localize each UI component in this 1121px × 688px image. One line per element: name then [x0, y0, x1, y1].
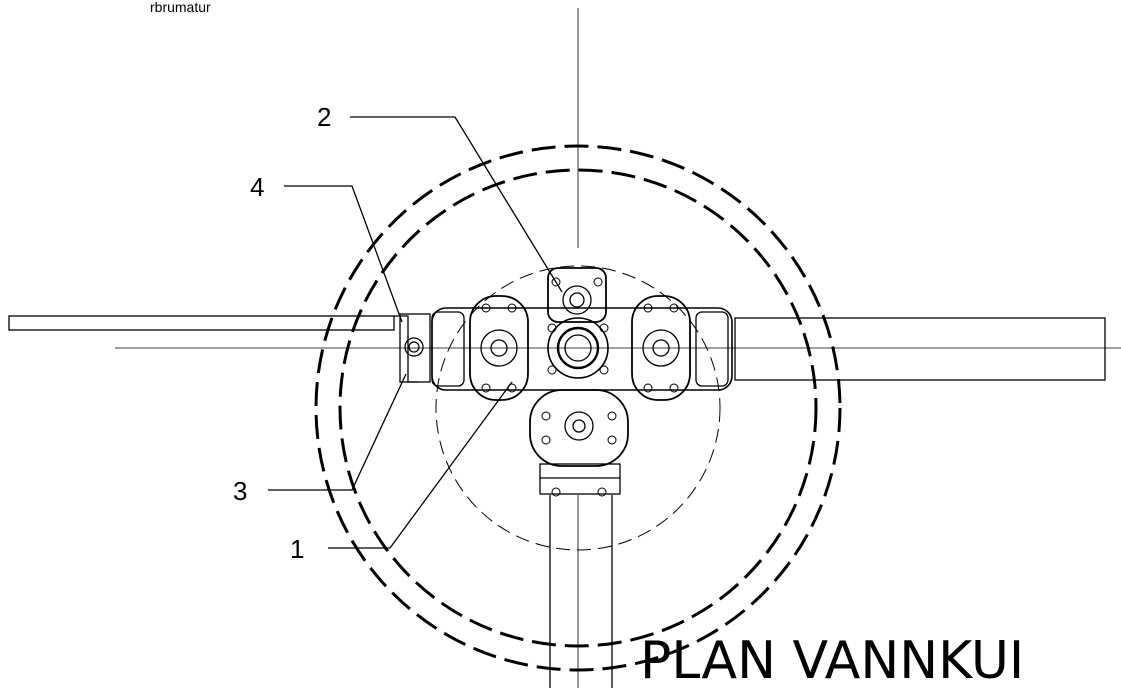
left-bracket	[394, 315, 418, 383]
top-cropped-text: rbrumatur	[150, 0, 211, 15]
left-bracket-plate	[399, 313, 431, 383]
bottom-port-center	[572, 419, 586, 433]
left-arm-bar	[8, 315, 395, 331]
callout-3-label: 3	[233, 476, 247, 506]
bolt-holes	[481, 277, 679, 497]
right-port-housing	[631, 295, 691, 401]
left-port-ring	[480, 329, 518, 367]
center-port-outer	[547, 317, 609, 379]
top-valve-ring	[562, 285, 592, 315]
top-valve-center	[569, 292, 585, 308]
right-flange	[695, 311, 729, 387]
drawing-title: PLAN VANNKUI	[640, 631, 1024, 688]
bottom-mount-block	[539, 463, 621, 495]
center-port-bore	[564, 334, 592, 362]
left-flange	[431, 311, 465, 387]
right-port-ring	[642, 329, 680, 367]
left-port-center	[490, 339, 508, 357]
bottom-port-ring	[564, 411, 594, 441]
bottom-manifold-housing	[529, 389, 629, 467]
callout-2-label: 2	[317, 102, 331, 132]
callout-1-label: 1	[290, 534, 304, 564]
callout-1-leader	[328, 381, 513, 549]
right-arm-tube	[734, 317, 1106, 381]
callout-4-leader	[284, 185, 403, 323]
callout-4-label: 4	[250, 172, 264, 202]
left-pin-outer	[404, 337, 424, 357]
center-port-ring	[556, 326, 600, 370]
left-pin-inner	[408, 341, 420, 353]
right-port-center	[652, 339, 670, 357]
top-valve-housing	[547, 267, 607, 323]
callout-3-leader	[268, 373, 407, 491]
callout-2-leader	[350, 116, 563, 293]
